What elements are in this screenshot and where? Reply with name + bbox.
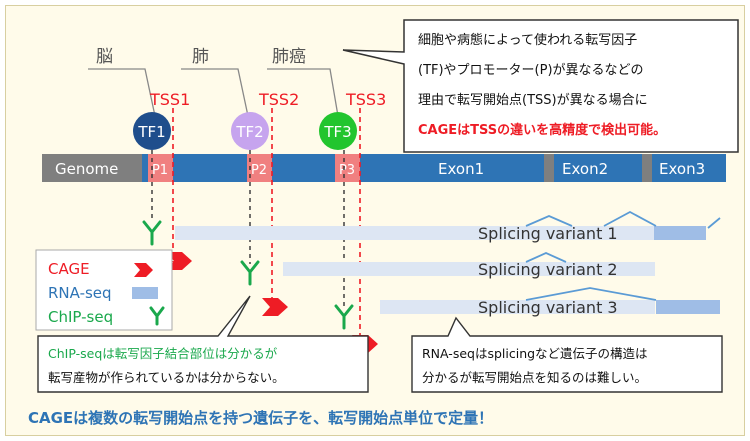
tf2-circle <box>231 112 269 150</box>
tf3-circle <box>319 112 357 150</box>
intron2-region <box>642 154 652 182</box>
legend-rnaseq-bar-icon <box>132 287 158 299</box>
callout-chip-line1: ChIP-seqは転写因子結合部位は分かるが <box>48 346 278 361</box>
callout-top-line1: 細胞や病態によって使われる転写因子 <box>418 32 637 48</box>
callout-chip-line2: 転写産物が作られているかは分からない。 <box>48 370 285 385</box>
variant1-splice-arc-1 <box>525 215 573 227</box>
variant2-bar <box>283 262 655 276</box>
legend-rnaseq-label: RNA-seq <box>48 284 112 302</box>
tss-label-2: TSS2 <box>258 90 299 109</box>
leader-line-brain <box>88 68 156 117</box>
leader-line-lung <box>181 68 249 117</box>
exon3-label: Exon3 <box>659 160 705 178</box>
tss-label-1: TSS1 <box>149 90 190 109</box>
variant2-label: Splicing variant 2 <box>478 260 618 279</box>
variant3-label: Splicing variant 3 <box>478 298 618 317</box>
variant1-exon3-block <box>654 226 706 240</box>
chip-antibody-icon-3 <box>334 304 354 330</box>
tissue-label-lung: 肺 <box>192 47 209 67</box>
legend-chipseq-antibody-icon <box>149 306 165 326</box>
callout-rna-line2: 分かるが転写開始点を知るのは難しい。 <box>422 370 647 385</box>
promoter-p3 <box>335 154 360 182</box>
footer-message: CAGEは複数の転写開始点を持つ遺伝子を、転写開始点単位で定量！ <box>28 409 493 427</box>
promoter-p2 <box>247 154 272 182</box>
exon3-region <box>652 154 726 182</box>
legend-cage-label: CAGE <box>48 260 90 278</box>
legend-chipseq-label: ChIP-seq <box>48 308 113 326</box>
callout-top-line2: (TF)やプロモーター(P)が異なるなどの <box>418 63 644 78</box>
tf1-circle <box>133 112 171 150</box>
variant1-splice-arc-2 <box>603 210 657 227</box>
tf1-label: TF1 <box>137 123 165 141</box>
tf2-label: TF2 <box>235 123 263 141</box>
tissue-label-lung-cancer: 肺癌 <box>272 47 306 67</box>
genome-intergenic-region <box>42 154 142 182</box>
callout-top-line3: 理由で転写開始点(TSS)が異なる場合に <box>418 93 648 108</box>
genome-label: Genome <box>55 160 118 178</box>
chip-antibody-icon-1 <box>142 220 162 246</box>
callout-chip-box <box>37 295 369 393</box>
callout-chip-line1-text: ChIP-seqは転写因子結合部位は分かるが <box>48 346 278 361</box>
tss-label-3: TSS3 <box>345 90 386 109</box>
callout-top-box <box>342 19 739 153</box>
exon2-label: Exon2 <box>562 160 608 178</box>
exon1-label: Exon1 <box>438 160 484 178</box>
legend-cage-arrow-icon <box>134 263 153 277</box>
promoter-p2-label: P2 <box>251 163 267 178</box>
variant1-bar <box>175 226 655 240</box>
callout-rna-box <box>411 316 723 393</box>
variant3-bar <box>380 300 655 314</box>
chip-antibody-icon-2 <box>240 260 260 286</box>
variant3-exon3-block <box>656 300 720 314</box>
intron1-region <box>544 154 554 182</box>
variant3-splice-arc <box>525 287 657 301</box>
leader-line-lung-cancer <box>267 68 339 117</box>
exon2-region <box>554 154 642 182</box>
callout-top-line4: CAGEはTSSの違いを高精度で検出可能。 <box>418 122 666 138</box>
tf3-label: TF3 <box>323 123 351 141</box>
promoter-p3-label: P3 <box>339 163 355 178</box>
variant1-label: Splicing variant 1 <box>478 224 618 243</box>
variant1-splice-tail <box>707 217 721 229</box>
tissue-label-brain: 脳 <box>96 47 113 67</box>
callout-rna-line1: RNA-seqはsplicingなど遺伝子の構造は <box>422 346 648 361</box>
variant2-splice-arc <box>525 252 567 263</box>
cage-arrow-icon-2 <box>262 298 288 316</box>
promoter-p1-label: P1 <box>152 163 168 178</box>
